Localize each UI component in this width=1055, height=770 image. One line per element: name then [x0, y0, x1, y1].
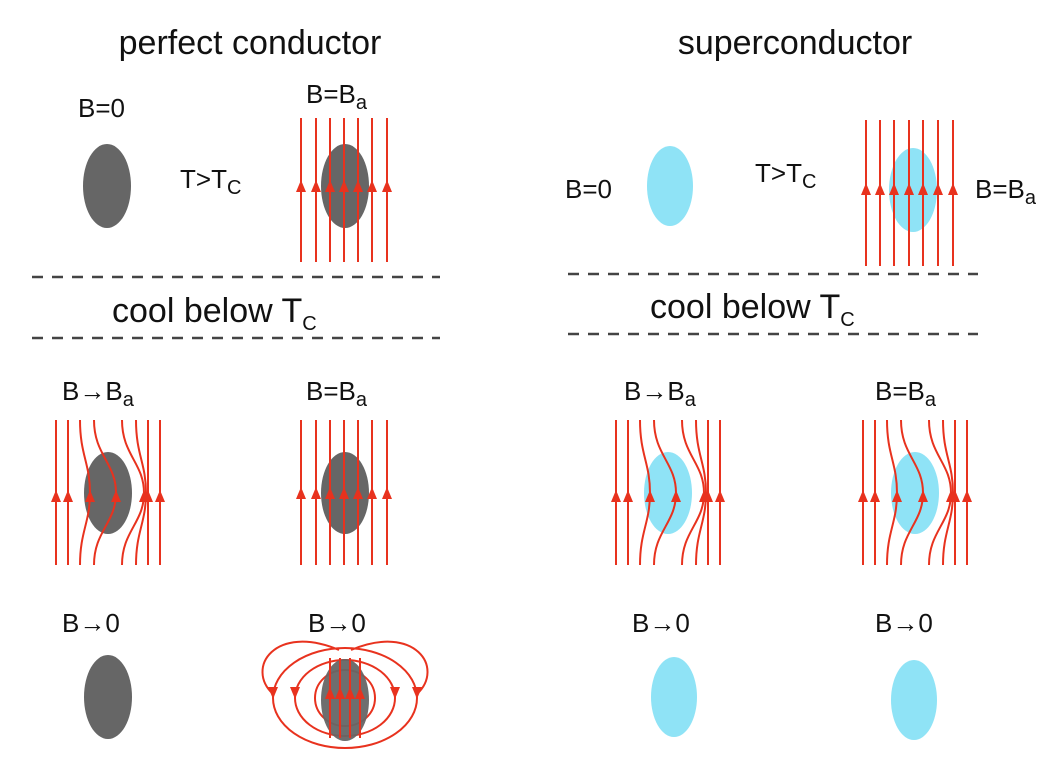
field-arrowhead	[339, 180, 349, 192]
field-arrowhead	[63, 490, 73, 502]
field-arrowhead	[311, 487, 321, 499]
perfect-conductor-title: perfect conductor	[119, 24, 382, 62]
pc-sample-persistent-field	[321, 659, 369, 741]
field-arrowhead	[85, 490, 95, 502]
superconductor-title: superconductor	[678, 24, 912, 62]
pc-dipole-inner-lines	[325, 658, 365, 738]
sc-initial-b-label: B=0	[565, 174, 612, 204]
field-arrowhead	[353, 487, 363, 499]
field-arrowhead	[345, 687, 355, 699]
field-arrowhead	[933, 183, 943, 195]
sc-sample-initial	[647, 146, 693, 226]
field-arrowhead	[335, 687, 345, 699]
pc-cooled-zero-b-label: B→Ba	[62, 376, 135, 411]
field-arrowhead	[390, 687, 400, 699]
field-arrowhead	[339, 487, 349, 499]
field-arrowhead	[701, 490, 711, 502]
sc-cooled-zero-b-label: B→Ba	[624, 376, 697, 411]
field-arrowhead	[870, 490, 880, 502]
field-arrowhead	[875, 183, 885, 195]
field-line	[350, 640, 429, 695]
field-arrowhead	[296, 487, 306, 499]
field-arrowhead	[155, 490, 165, 502]
field-arrowhead	[141, 490, 151, 502]
pc-cool-label: cool below TC	[112, 292, 317, 335]
field-arrowhead	[611, 490, 621, 502]
sc-bent-field-lines-right	[858, 419, 972, 566]
pc-uniform-field-lines	[296, 118, 392, 262]
field-arrowhead	[623, 490, 633, 502]
sc-bent-field-lines-left	[611, 419, 725, 566]
sc-sample-field-applied	[889, 148, 937, 232]
field-arrowhead	[355, 687, 365, 699]
field-arrowhead	[268, 687, 278, 699]
field-line	[261, 640, 340, 695]
field-arrowhead	[111, 490, 121, 502]
field-arrowhead	[645, 490, 655, 502]
field-arrowhead	[382, 487, 392, 499]
field-arrowhead	[918, 183, 928, 195]
sc-cool-label: cool below TC	[650, 288, 855, 331]
pc-sample-initial	[83, 144, 131, 228]
field-arrowhead	[889, 183, 899, 195]
field-arrowhead	[412, 687, 422, 699]
field-arrowhead	[861, 183, 871, 195]
field-arrowhead	[367, 487, 377, 499]
field-arrowhead	[290, 687, 300, 699]
pc-applied-b-label: B=Ba	[306, 79, 368, 114]
sc-uniform-field-lines	[861, 120, 958, 266]
field-arrowhead	[948, 183, 958, 195]
field-arrowhead	[296, 180, 306, 192]
field-arrowhead	[353, 180, 363, 192]
field-arrowhead	[858, 490, 868, 502]
pc-initial-b-label: B=0	[78, 93, 125, 123]
sc-removed-b-label-left: B→0	[632, 608, 690, 638]
field-arrowhead	[715, 490, 725, 502]
field-arrowhead	[51, 490, 61, 502]
sc-sample-no-field-right	[891, 660, 937, 740]
pc-temperature-label: T>TC	[180, 164, 241, 199]
field-arrowhead	[325, 487, 335, 499]
field-arrowhead	[367, 180, 377, 192]
pc-persistent-dipole-field-lines	[261, 640, 429, 749]
pc-sample-field-expelled	[84, 452, 132, 534]
pc-cooled-applied-b-label: B=Ba	[306, 376, 368, 411]
field-arrowhead	[918, 490, 928, 502]
pc-trapped-field-lines	[296, 420, 392, 565]
sc-applied-b-label: B=Ba	[975, 174, 1037, 209]
sc-cooled-applied-b-label: B=Ba	[875, 376, 937, 411]
field-arrowhead	[671, 490, 681, 502]
pc-bent-field-lines	[51, 419, 165, 566]
field-arrowhead	[892, 490, 902, 502]
pc-sample-no-field	[84, 655, 132, 739]
field-arrowhead	[904, 183, 914, 195]
pc-removed-b-label-left: B→0	[62, 608, 120, 638]
field-arrowhead	[962, 490, 972, 502]
sc-sample-field-expelled-left	[644, 452, 692, 534]
field-arrowhead	[382, 180, 392, 192]
field-arrowhead	[325, 180, 335, 192]
field-arrowhead	[325, 687, 335, 699]
sc-sample-field-expelled-right	[891, 452, 939, 534]
pc-removed-b-label-right: B→0	[308, 608, 366, 638]
sc-sample-no-field-left	[651, 657, 697, 737]
sc-temperature-label: T>TC	[755, 158, 816, 193]
sc-removed-b-label-right: B→0	[875, 608, 933, 638]
field-arrowhead	[311, 180, 321, 192]
field-arrowhead	[948, 490, 958, 502]
